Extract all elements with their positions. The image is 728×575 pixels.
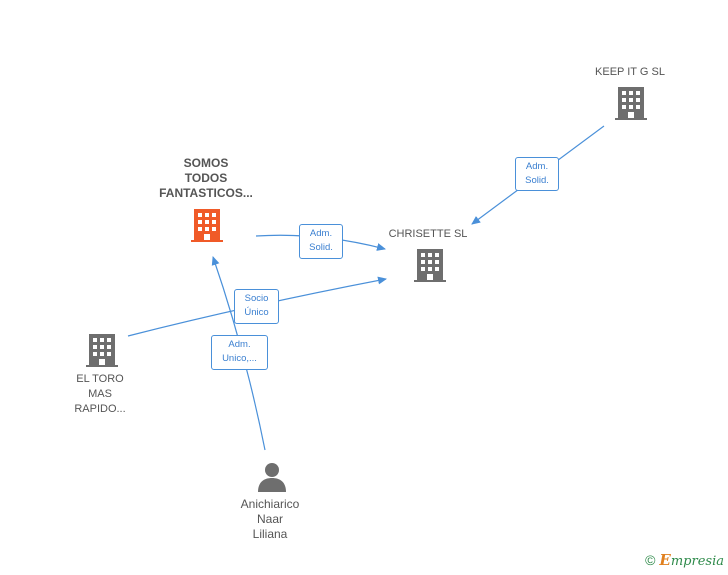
edge-label-toro-chrisette[interactable]: Socio Único — [234, 289, 279, 324]
node-label-chrisette[interactable]: CHRISETTE SL — [373, 227, 483, 242]
brand-logo: Empresia — [659, 551, 724, 569]
edge-label-keep-chrisette[interactable]: Adm. Solid. — [515, 157, 559, 191]
building-icon[interactable] — [191, 207, 223, 243]
node-label-person[interactable]: Anichiarico Naar Liliana — [220, 497, 320, 542]
node-label-line: MAS — [88, 388, 112, 400]
brand-logo-rest: mpresia — [670, 554, 724, 569]
node-label-toro[interactable]: EL TORO MAS RAPIDO... — [50, 372, 150, 417]
person-icon[interactable] — [256, 461, 288, 493]
building-icon[interactable] — [414, 247, 446, 283]
node-label-line: Liliana — [252, 527, 288, 541]
edge-label-person-somos[interactable]: Adm. Unico,... — [211, 335, 268, 370]
node-label-line: FANTASTICOS... — [159, 186, 253, 200]
edge-label-line: Único — [244, 307, 269, 318]
node-label-line: Naar — [256, 512, 283, 526]
node-label-line: CHRISETTE SL — [388, 228, 468, 240]
edge-label-somos-chrisette[interactable]: Adm. Solid. — [299, 224, 343, 259]
node-label-line: KEEP IT G SL — [595, 66, 665, 78]
node-label-line: SOMOS — [183, 156, 229, 170]
edge-label-line: Socio — [244, 293, 269, 304]
edge-label-line: Unico,... — [222, 353, 257, 364]
node-label-line: EL TORO — [76, 373, 124, 385]
building-icon[interactable] — [86, 332, 118, 368]
edge-label-line: Adm. — [228, 339, 251, 350]
edge-label-line: Solid. — [525, 175, 549, 186]
node-label-somos[interactable]: SOMOS TODOS FANTASTICOS... — [146, 156, 266, 201]
brand-logo-initial: E — [659, 551, 671, 569]
edge-label-line: Adm. — [309, 228, 333, 239]
edge-label-line: Adm. — [525, 161, 549, 172]
node-label-line: TODOS — [184, 171, 228, 185]
node-label-line: RAPIDO... — [74, 403, 126, 415]
edge-label-line: Solid. — [309, 242, 333, 253]
node-label-line: Anichiarico — [240, 497, 300, 511]
building-icon[interactable] — [615, 85, 647, 121]
brand-footer[interactable]: ©Empresia — [645, 551, 724, 569]
copyright-icon: © — [645, 552, 656, 568]
node-label-keep[interactable]: KEEP IT G SL — [575, 65, 685, 80]
